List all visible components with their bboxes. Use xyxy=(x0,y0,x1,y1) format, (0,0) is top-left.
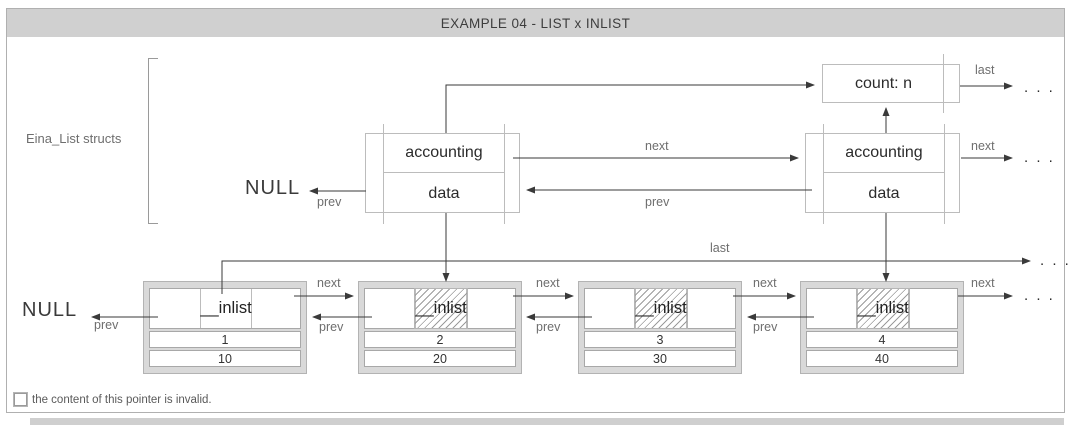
accounting-field: accounting xyxy=(824,134,944,173)
null-terminator-top: NULL xyxy=(245,177,301,199)
node-data: 20 xyxy=(364,350,516,367)
invalid-pointer-swatch xyxy=(13,392,28,407)
pointer-validity-zone xyxy=(414,288,468,329)
node-value: 2 xyxy=(364,331,516,348)
list-struct-1: accounting data xyxy=(365,124,520,224)
data-field: data xyxy=(868,184,900,202)
inlist-node-1: __inlist 1 10 xyxy=(143,281,307,374)
inlist-pointer-label: __inlist xyxy=(857,299,909,317)
next-label: next xyxy=(317,276,341,290)
continuation-ellipsis: . . . xyxy=(1040,252,1071,269)
pointer-validity-zone xyxy=(856,288,910,329)
node-value: 3 xyxy=(584,331,736,348)
inlist-pointer-cell: __inlist xyxy=(364,288,516,329)
pointer-validity-zone xyxy=(634,288,688,329)
next-label: next xyxy=(971,276,995,290)
struct-right-column-line xyxy=(944,124,945,224)
inlist-pointer-cell: __inlist xyxy=(806,288,958,329)
inlist-pointer-cell: __inlist xyxy=(149,288,301,329)
prev-label: prev xyxy=(317,195,342,209)
next-label: next xyxy=(536,276,560,290)
inlist-pointer-label: __inlist xyxy=(635,299,687,317)
node-value: 1 xyxy=(149,331,301,348)
structs-bracket xyxy=(148,58,158,224)
inlist-pointer-cell: __inlist xyxy=(584,288,736,329)
prev-label: prev xyxy=(645,195,670,209)
struct-left-column-line xyxy=(383,124,384,224)
legend-text: the content of this pointer is invalid. xyxy=(32,393,212,406)
data-field: data xyxy=(428,184,460,202)
list-struct-2: accounting data xyxy=(805,124,960,224)
last-label: last xyxy=(710,241,730,255)
inlist-node-4: __inlist 4 40 xyxy=(800,281,964,374)
cell-divider xyxy=(251,289,252,328)
accounting-field: accounting xyxy=(384,134,504,173)
struct-left-column-line xyxy=(823,124,824,224)
section-label: Eina_List structs xyxy=(26,131,122,146)
title-bar: EXAMPLE 04 - LIST x INLIST xyxy=(7,9,1064,37)
next-label: next xyxy=(645,139,669,153)
continuation-ellipsis: . . . xyxy=(1024,149,1055,166)
node-value: 4 xyxy=(806,331,958,348)
prev-label: prev xyxy=(319,320,344,334)
bottom-strip xyxy=(30,418,1064,425)
inlist-node-3: __inlist 3 30 xyxy=(578,281,742,374)
cell-divider xyxy=(200,289,201,328)
node-data: 30 xyxy=(584,350,736,367)
prev-label: prev xyxy=(753,320,778,334)
count-box: count: n xyxy=(822,54,960,113)
count-value: count: n xyxy=(855,75,912,92)
continuation-ellipsis: . . . xyxy=(1024,79,1055,96)
node-data: 10 xyxy=(149,350,301,367)
prev-label: prev xyxy=(94,318,119,332)
inlist-pointer-label: __inlist xyxy=(200,299,252,317)
next-label: next xyxy=(971,139,995,153)
continuation-ellipsis: . . . xyxy=(1024,287,1055,304)
node-data: 40 xyxy=(806,350,958,367)
inlist-pointer-label: __inlist xyxy=(415,299,467,317)
null-terminator-bottom: NULL xyxy=(22,299,78,321)
prev-label: prev xyxy=(536,320,561,334)
count-last-column-line xyxy=(943,54,944,113)
last-label: last xyxy=(975,63,995,77)
next-label: next xyxy=(753,276,777,290)
legend: the content of this pointer is invalid. xyxy=(13,392,212,407)
inlist-node-2: __inlist 2 20 xyxy=(358,281,522,374)
struct-right-column-line xyxy=(504,124,505,224)
